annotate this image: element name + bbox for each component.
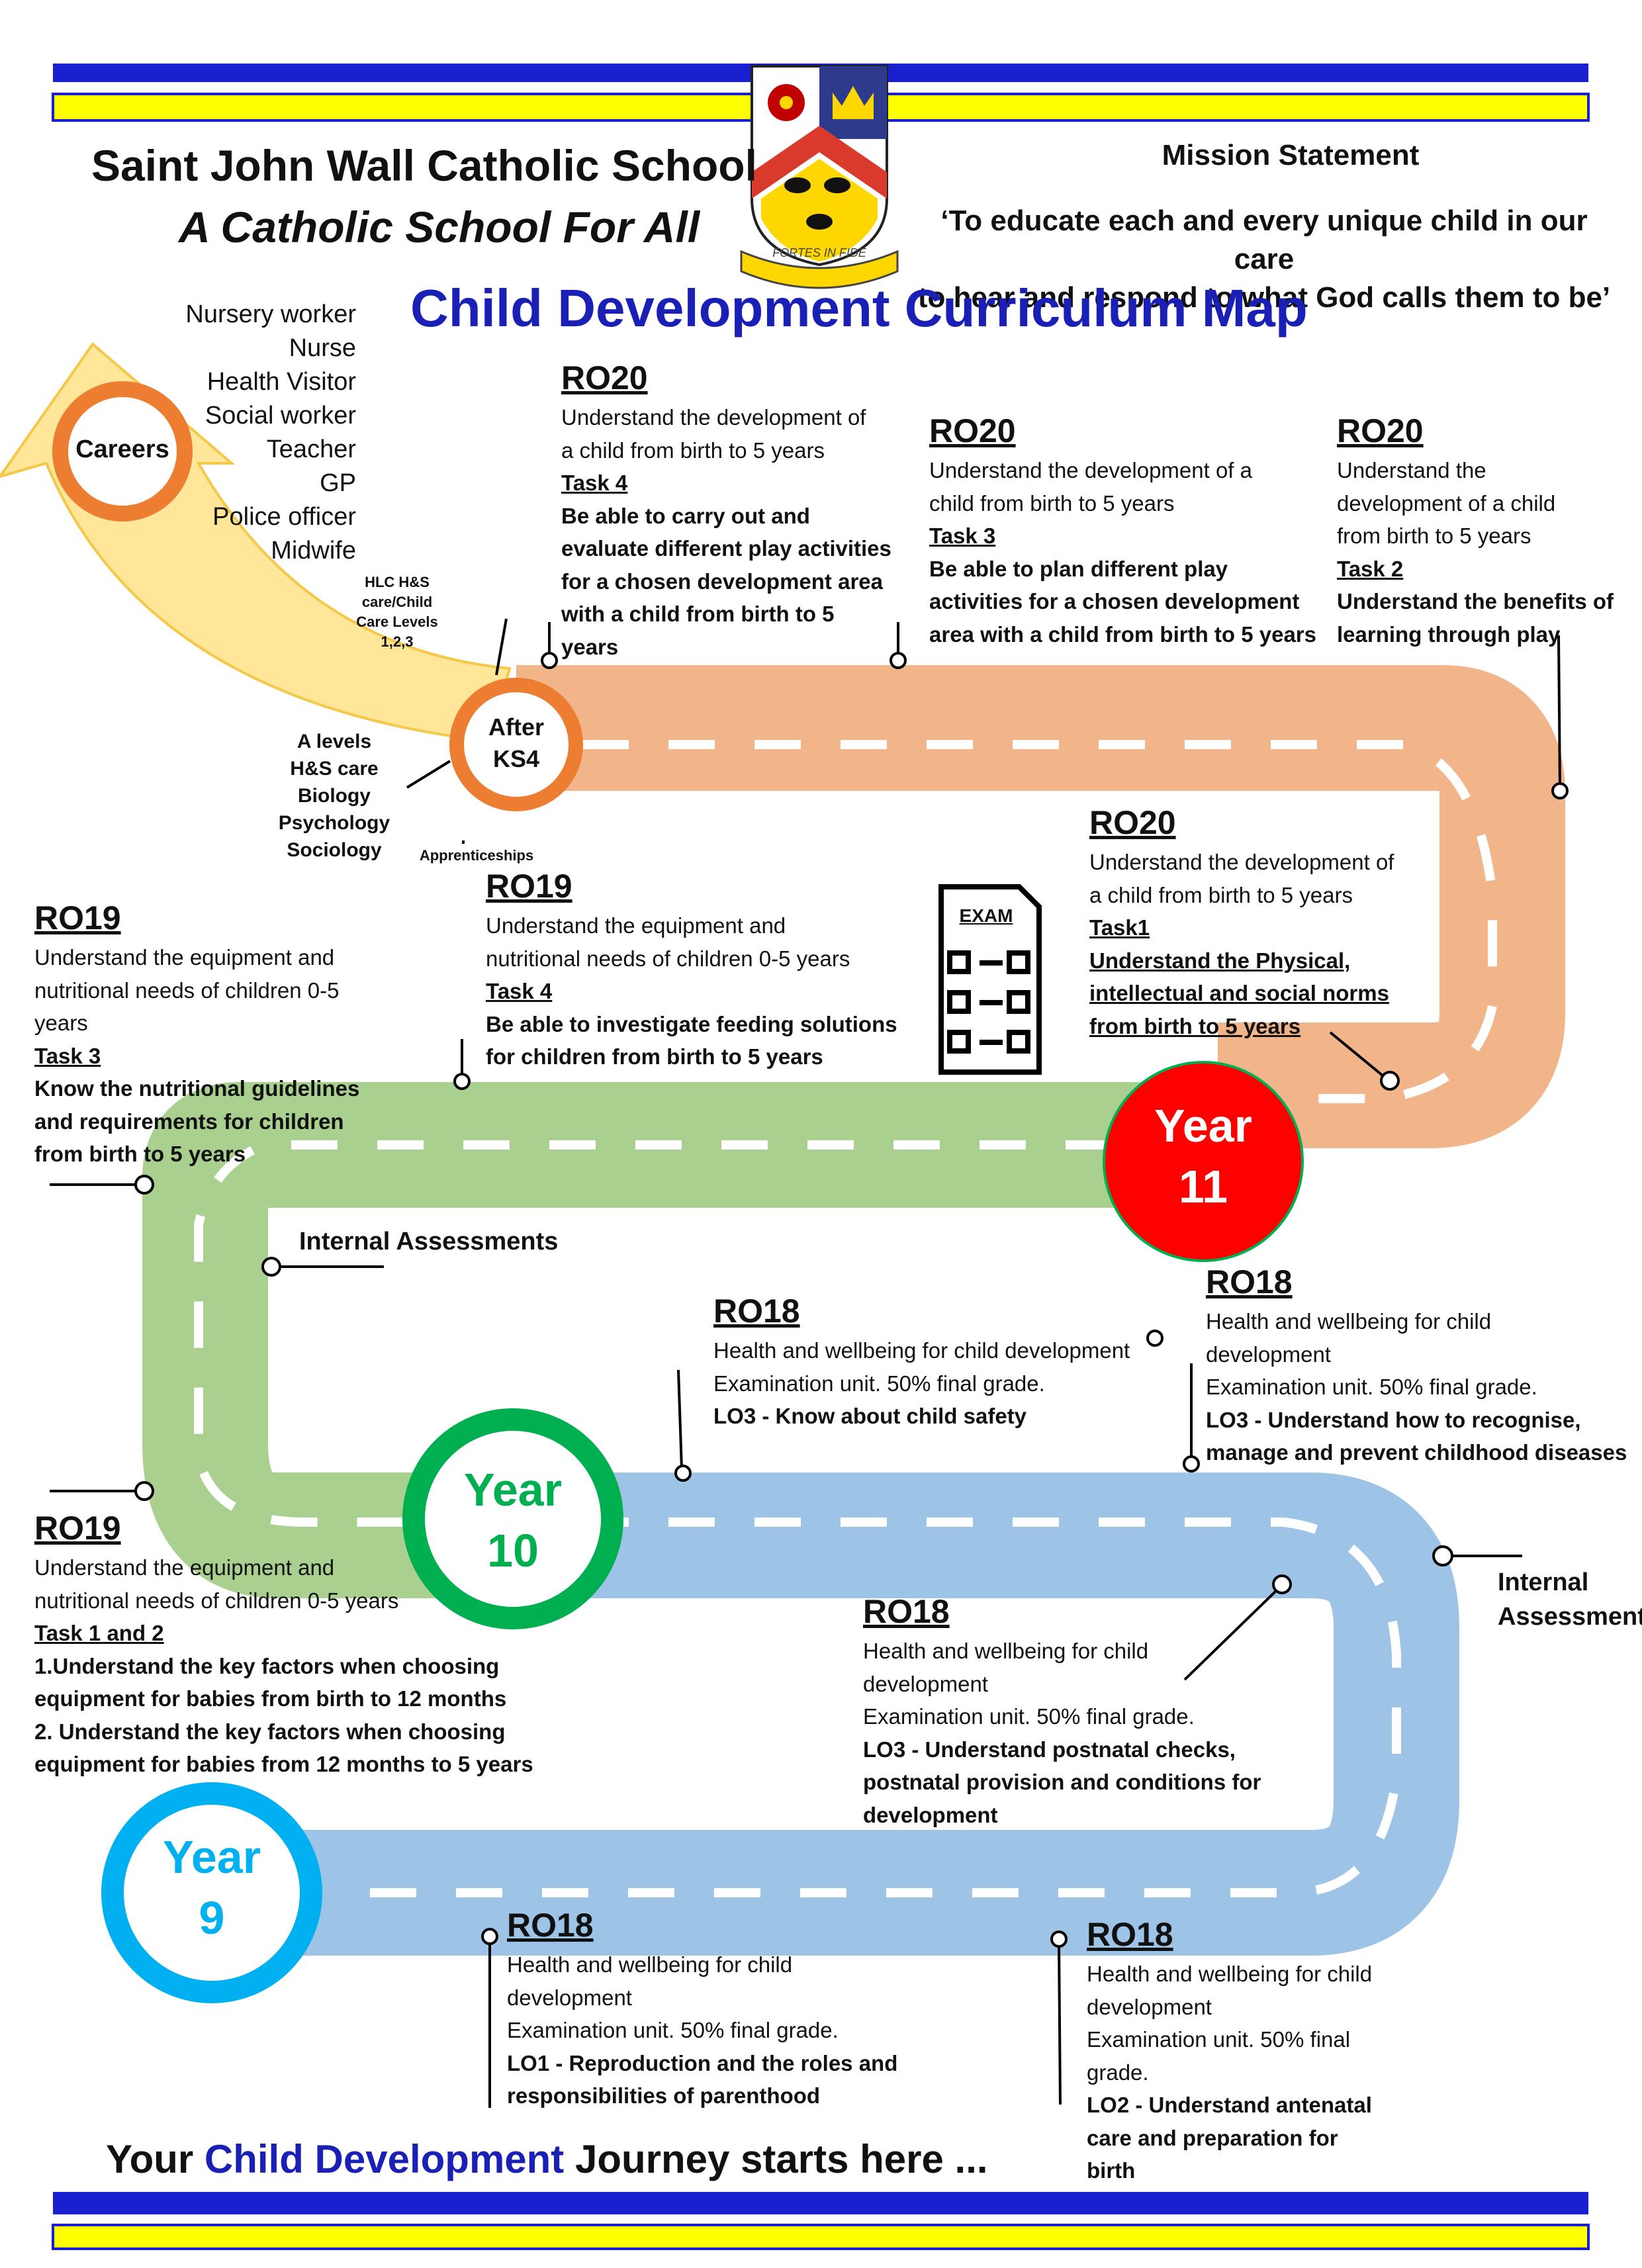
- footer-journey: Your Child Development Journey starts he…: [106, 2137, 988, 2181]
- unit-ro20-task3: RO20 Understand the development of a chi…: [929, 412, 1316, 647]
- career-item: GP: [320, 469, 356, 497]
- year-9-label: Year 9: [163, 1831, 261, 1944]
- career-item: Teacher: [266, 435, 356, 463]
- unit-ro18-lo1: RO18 Health and wellbeing for child deve…: [507, 1907, 898, 2108]
- mission-heading: Mission Statement: [1162, 139, 1420, 171]
- page-title: Child Development Curriculum Map: [410, 279, 1308, 338]
- after-ks4-options: A levels H&S care Biology Psychology Soc…: [278, 731, 390, 861]
- bottom-banner: [52, 2192, 1590, 2250]
- mission-line-1: ‘To educate each and every unique child …: [940, 204, 1588, 275]
- career-item: Midwife: [271, 537, 356, 565]
- school-crest: [740, 65, 899, 289]
- career-item: Nurse: [289, 334, 356, 362]
- unit-ro18-lo3-postnatal: RO18 Health and wellbeing for child deve…: [863, 1593, 1261, 1827]
- road-green-section: [142, 1082, 1231, 1598]
- unit-ro18-lo3-diseases: RO18 Health and wellbeing for child deve…: [1206, 1263, 1627, 1465]
- unit-ro18-lo3-safety: RO18 Health and wellbeing for child deve…: [713, 1293, 1130, 1428]
- after-ks4-label: After KS4: [488, 713, 544, 772]
- unit-ro20-task1: RO20 Understand the development of a chi…: [1089, 804, 1394, 1038]
- mission-statement: ‘To educate each and every unique child …: [913, 202, 1615, 317]
- careers-circle: [52, 381, 193, 522]
- career-item: Social worker: [205, 402, 356, 430]
- year-10-circle: [402, 1408, 623, 1629]
- crest-motto: FORTES IN FIDE: [772, 246, 866, 259]
- hlc-courses: HLC H&S care/Child Care Levels 1,2,3: [356, 574, 438, 650]
- unit-ro19-task1-2: RO19 Understand the equipment and nutrit…: [34, 1510, 533, 1776]
- unit-ro20-task4: RO20 Understand the development of a chi…: [561, 359, 891, 659]
- apprenticeships-label: Apprenticeships: [419, 847, 534, 864]
- careers-list: Nursery worker Nurse Health Visitor Soci…: [132, 298, 356, 568]
- exam-icon: [938, 884, 1042, 1075]
- career-item: Nursery worker: [185, 300, 356, 328]
- year-11-label: Year 11: [1154, 1100, 1252, 1212]
- school-tagline: A Catholic School For All: [179, 203, 700, 251]
- year-10-label: Year 10: [464, 1464, 562, 1576]
- career-item: Health Visitor: [206, 368, 356, 396]
- internal-assessments-1: Internal Assessments: [299, 1228, 559, 1255]
- year-9-circle: [101, 1782, 322, 2003]
- school-name: Saint John Wall Catholic School: [91, 141, 757, 190]
- mission-line-2: to hear and respond to what God calls th…: [917, 281, 1611, 314]
- unit-ro20-task2: RO20 Understand the development of a chi…: [1337, 412, 1614, 647]
- year-11-circle: [1103, 1061, 1304, 1262]
- internal-assessments-2: Internal Assessments: [1498, 1568, 1642, 1631]
- careers-label: Careers: [75, 435, 169, 463]
- exam-label: EXAM: [959, 905, 1013, 926]
- unit-ro18-lo2: RO18 Health and wellbeing for child deve…: [1087, 1916, 1373, 2183]
- unit-ro19-task3: RO19 Understand the equipment and nutrit…: [34, 899, 360, 1166]
- after-ks4-circle: [449, 678, 583, 811]
- unit-ro19-task4: RO19 Understand the equipment and nutrit…: [486, 868, 897, 1069]
- road-orange-section: [516, 665, 1565, 1148]
- career-item: Police officer: [212, 503, 356, 531]
